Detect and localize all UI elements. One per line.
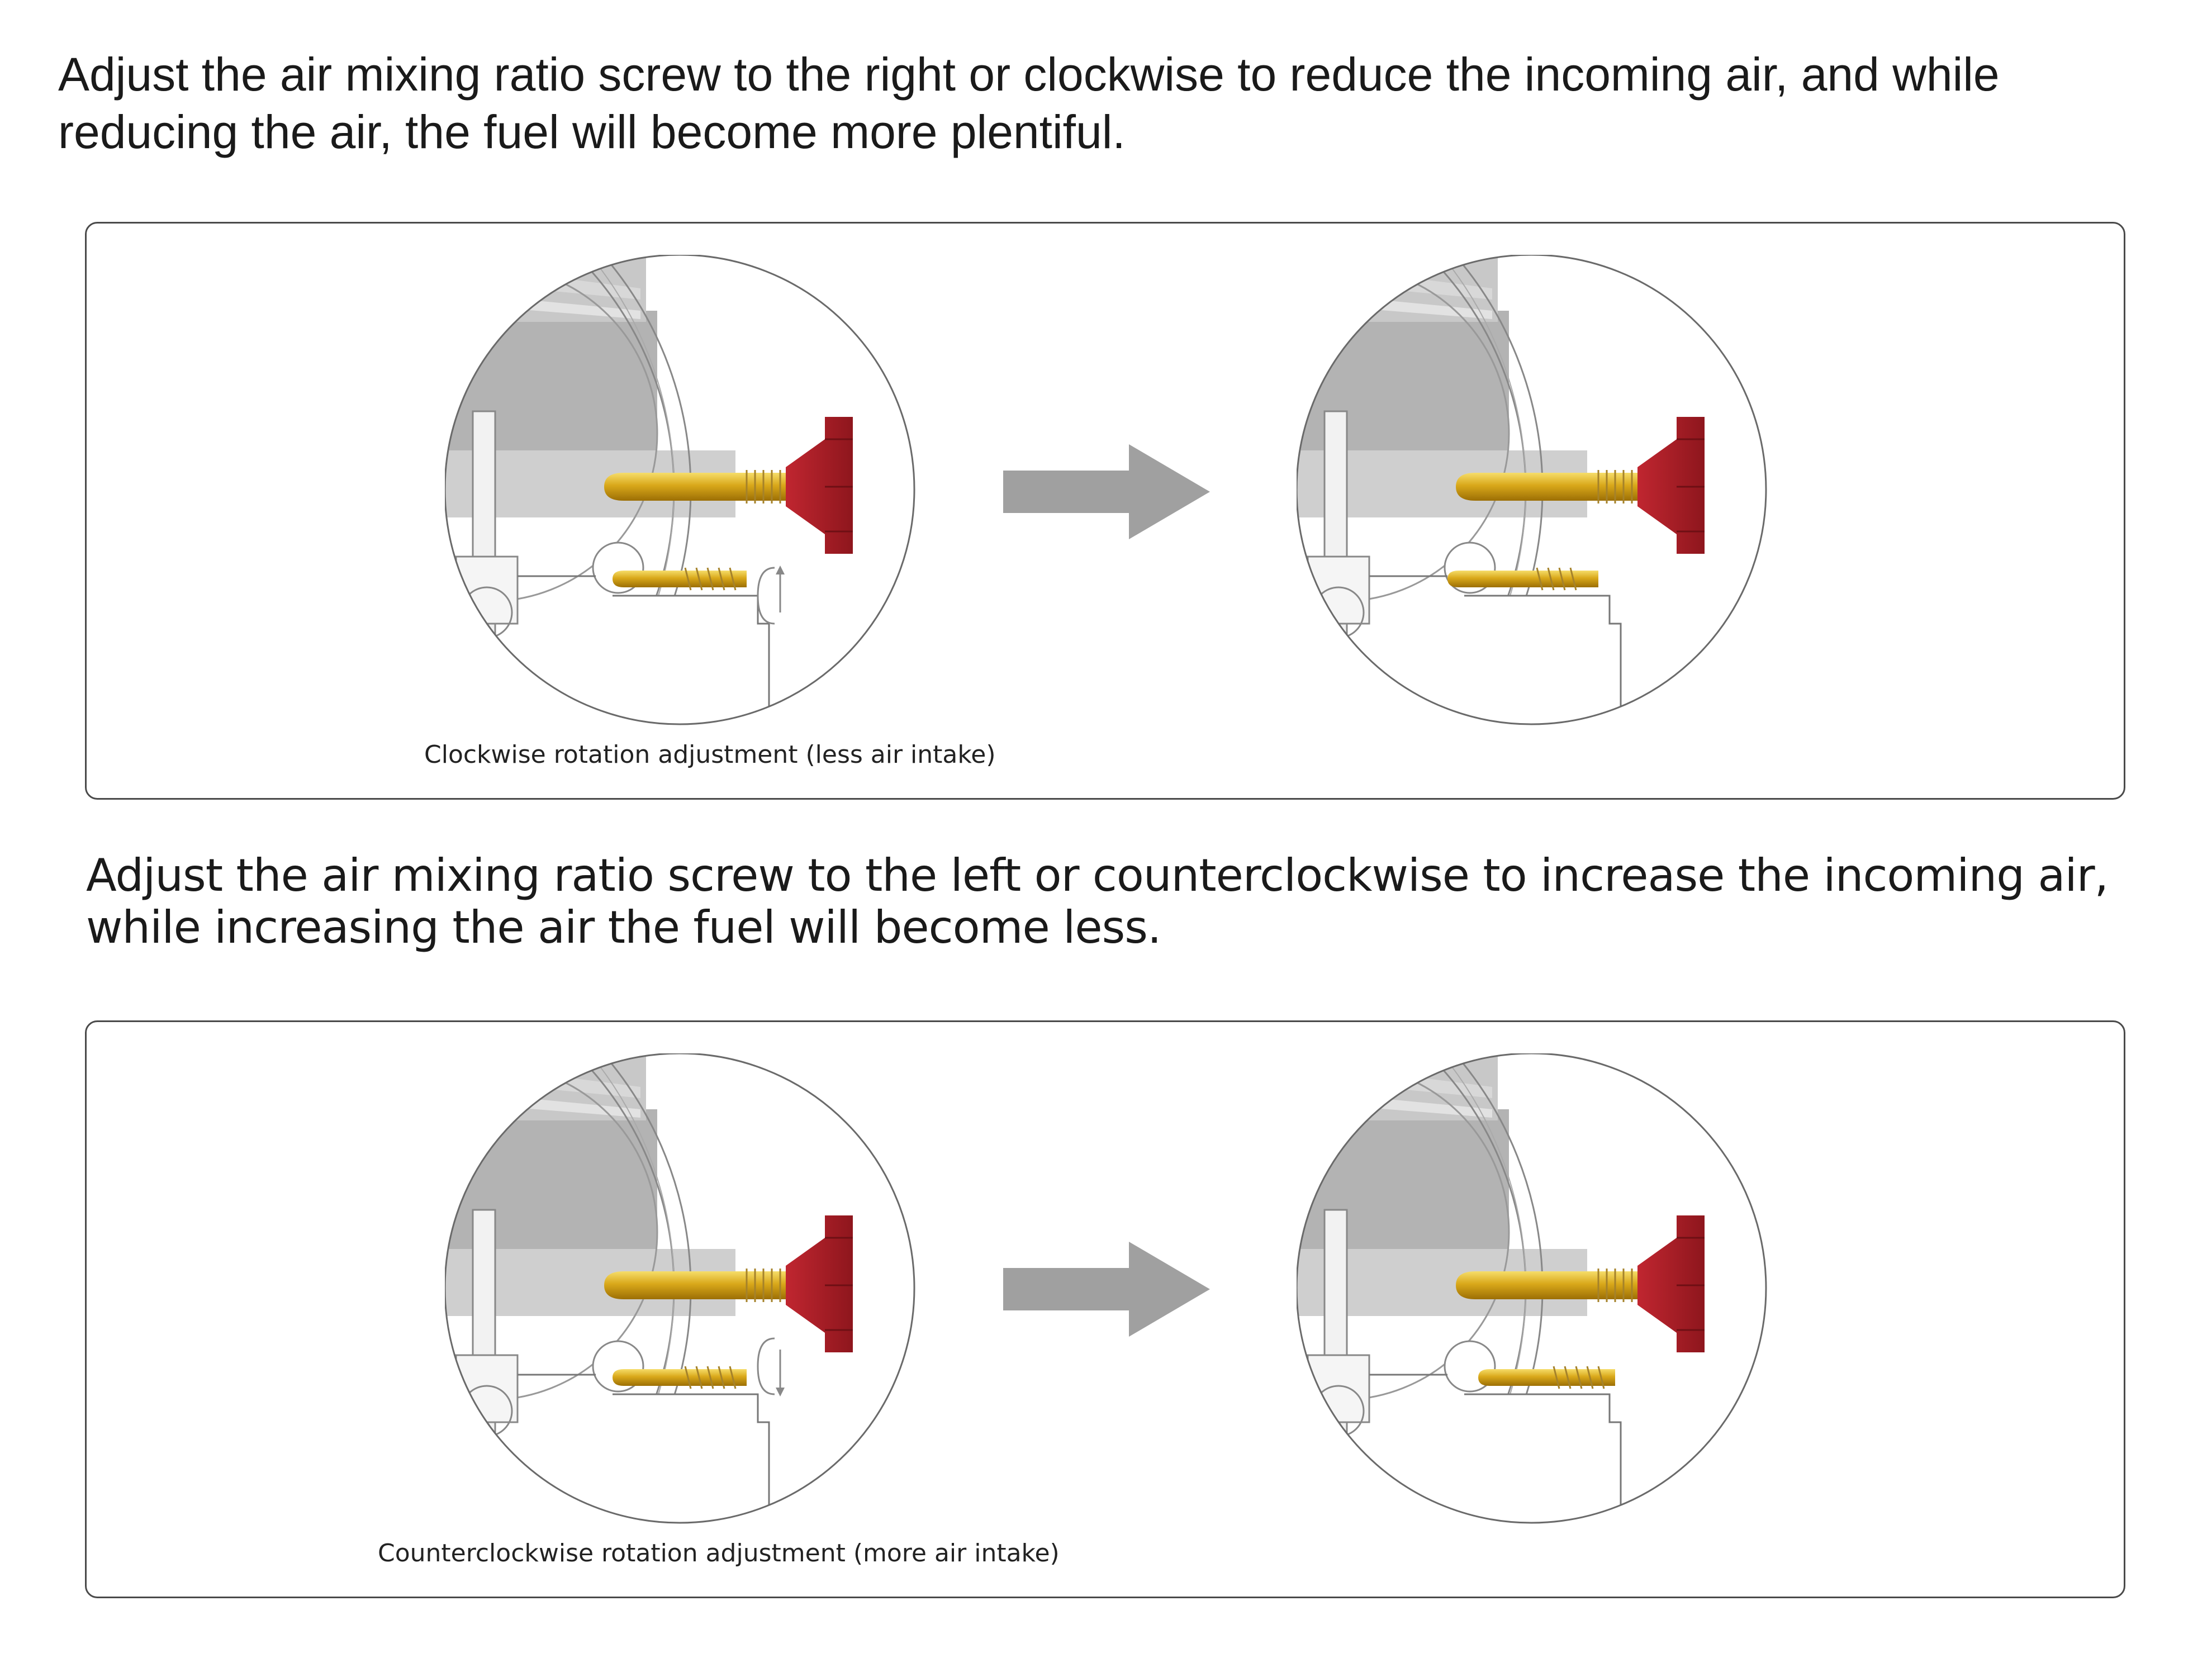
counterclockwise-adjustment-panel (85, 1020, 2125, 1598)
right-arrow-icon (1003, 444, 1210, 539)
clockwise-caption: Clockwise rotation adjustment (less air … (424, 740, 996, 769)
carburetor-detail-before-counterclockwise (445, 1053, 1004, 1556)
instruction-heading-counterclockwise: Adjust the air mixing ratio screw to the… (86, 849, 2109, 953)
clockwise-adjustment-panel (85, 222, 2125, 800)
carburetor-detail-after-clockwise (1297, 255, 1855, 758)
instruction-heading-clockwise: Adjust the air mixing ratio screw to the… (58, 48, 2000, 158)
rotation-arrow-icon (757, 1337, 785, 1396)
carburetor-detail-before-clockwise (445, 255, 1004, 758)
right-arrow-icon (1003, 1242, 1210, 1337)
rotation-arrow-icon (757, 566, 785, 625)
carburetor-detail-after-counterclockwise (1297, 1053, 1855, 1556)
counterclockwise-caption: Counterclockwise rotation adjustment (mo… (378, 1539, 1060, 1568)
